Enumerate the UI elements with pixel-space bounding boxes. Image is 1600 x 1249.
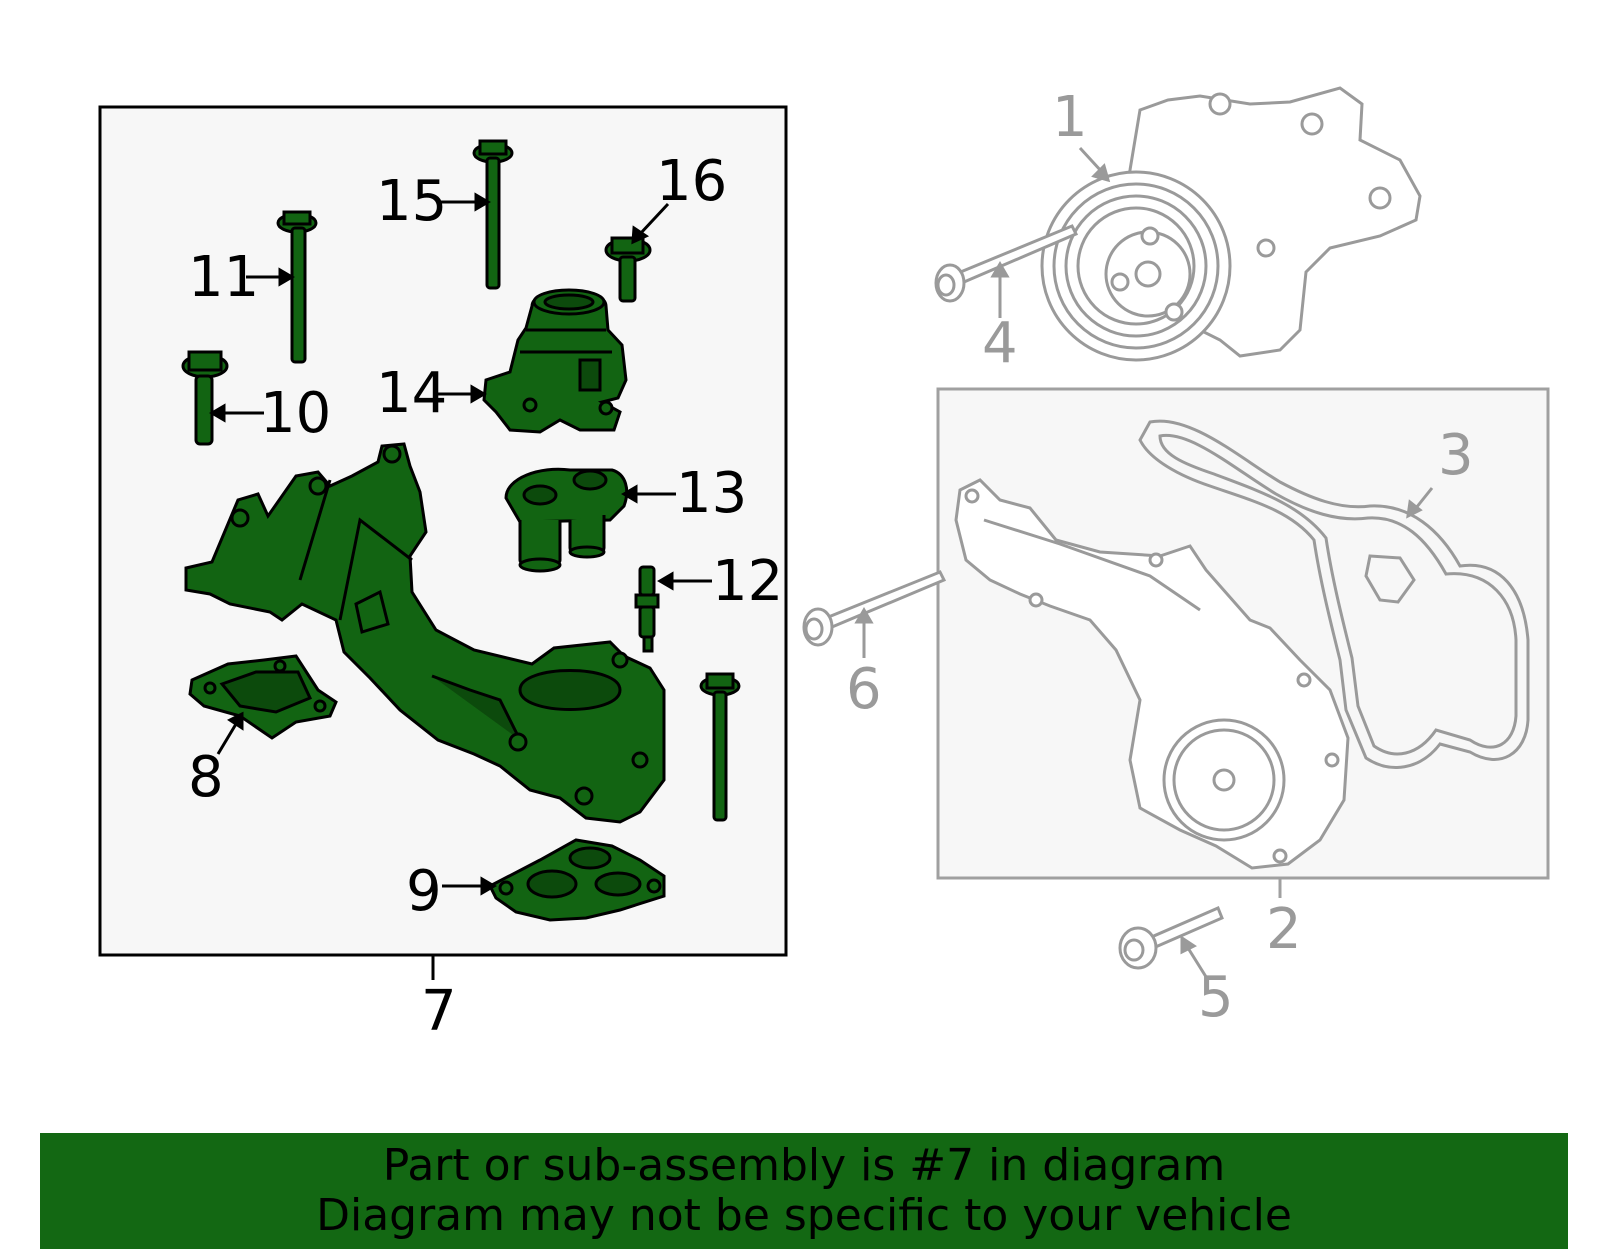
timing-belt-icon bbox=[1138, 419, 1530, 769]
gasket-icon bbox=[487, 838, 666, 922]
callout-5: 5 bbox=[1198, 965, 1234, 1030]
callout-4: 4 bbox=[982, 311, 1018, 376]
bolt-icon bbox=[276, 210, 318, 364]
callout-2: 2 bbox=[1266, 897, 1302, 962]
gasket-icon bbox=[188, 654, 338, 740]
callout-15: 15 bbox=[376, 169, 447, 234]
water-pump-icon bbox=[1040, 86, 1422, 362]
bolt-icon bbox=[699, 672, 741, 822]
callout-14: 14 bbox=[376, 361, 447, 426]
footer-line-1: Part or sub-assembly is #7 in diagram bbox=[382, 1140, 1226, 1191]
leader-arrows-dark bbox=[209, 192, 712, 896]
callout-6: 6 bbox=[846, 657, 882, 722]
callout-13: 13 bbox=[676, 461, 747, 526]
callout-16: 16 bbox=[656, 149, 727, 214]
footer-banner: Part or sub-assembly is #7 in diagram Di… bbox=[40, 1133, 1568, 1249]
bolt-icon bbox=[802, 570, 947, 647]
leader-arrows-grey bbox=[854, 146, 1434, 981]
callout-3: 3 bbox=[1438, 423, 1474, 488]
assembly-box-7 bbox=[98, 105, 788, 957]
bolt-icon bbox=[181, 350, 229, 446]
callout-12: 12 bbox=[712, 549, 783, 614]
callout-1: 1 bbox=[1052, 85, 1088, 150]
thermostat-housing-icon bbox=[482, 288, 628, 434]
footer-line-2: Diagram may not be specific to your vehi… bbox=[316, 1190, 1292, 1241]
callout-7: 7 bbox=[421, 979, 457, 1044]
bolt-icon bbox=[472, 139, 514, 290]
callout-11: 11 bbox=[188, 245, 259, 310]
bolt-icon bbox=[934, 224, 1079, 303]
thermostat-icon bbox=[504, 467, 629, 573]
temperature-sensor-icon bbox=[634, 565, 660, 653]
callout-8: 8 bbox=[188, 745, 224, 810]
pump-gasket-icon bbox=[954, 478, 1350, 870]
callout-9: 9 bbox=[406, 859, 442, 924]
callout-10: 10 bbox=[260, 381, 331, 446]
bolt-icon bbox=[1118, 906, 1224, 970]
bolt-icon bbox=[604, 236, 652, 303]
coolant-crossover-icon bbox=[184, 442, 666, 824]
